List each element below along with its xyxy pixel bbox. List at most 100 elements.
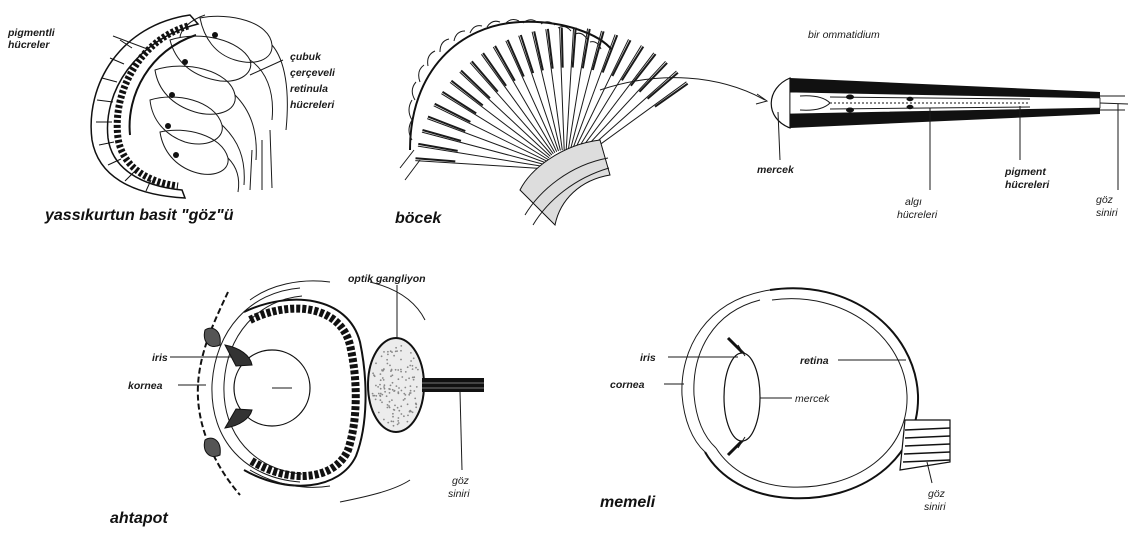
label-sensory-line2: hücreleri bbox=[897, 209, 938, 221]
ommatidium-cone bbox=[521, 35, 533, 73]
stipple-dot bbox=[390, 370, 392, 372]
stipple-dot bbox=[387, 404, 389, 406]
label-pigment-cells-line2: hücreler bbox=[8, 39, 50, 51]
stipple-dot bbox=[398, 410, 400, 412]
stipple-dot bbox=[412, 411, 414, 413]
stipple-dot bbox=[400, 345, 402, 347]
label-rod-cells-line2: çerçeveli bbox=[290, 67, 336, 79]
ommatidium-ray bbox=[572, 35, 615, 152]
flatworm-eye-drawing: pigmentli hücreler çubuk çerçeveli retin… bbox=[7, 15, 336, 224]
stipple-dot bbox=[407, 421, 409, 423]
caption-octopus: ahtapot bbox=[110, 510, 168, 527]
ommatidium-cone bbox=[640, 63, 668, 92]
label-nerve-octopus-line1: göz bbox=[452, 475, 470, 487]
ommatidium-title: bir ommatidium bbox=[808, 29, 880, 41]
stipple-dot bbox=[401, 390, 403, 392]
ommatidium-cone bbox=[423, 130, 462, 141]
label-nerve-line2: siniri bbox=[1096, 207, 1118, 219]
stipple-dot bbox=[391, 351, 393, 353]
stipple-dot bbox=[407, 366, 409, 368]
stipple-dot bbox=[393, 390, 395, 392]
label-rod-cells-line3: retinula bbox=[290, 83, 328, 95]
ommatidium-ray bbox=[568, 29, 587, 151]
stipple-dot bbox=[413, 379, 415, 381]
stipple-dot bbox=[398, 417, 400, 419]
ommatidium-ray bbox=[418, 146, 545, 167]
ommatidium-cone bbox=[534, 31, 543, 70]
stipple-dot bbox=[380, 395, 382, 397]
stipple-dot bbox=[416, 386, 418, 388]
stipple-dot bbox=[415, 403, 417, 405]
stipple-dot bbox=[397, 391, 399, 393]
stipple-dot bbox=[395, 347, 397, 349]
stipple-dot bbox=[377, 386, 379, 388]
label-pigment-line1: pigment bbox=[1004, 166, 1046, 178]
stipple-dot bbox=[389, 365, 391, 367]
stipple-dot bbox=[413, 357, 415, 359]
stipple-dot bbox=[378, 393, 380, 395]
stipple-dot bbox=[383, 369, 385, 371]
stipple-dot bbox=[409, 410, 411, 412]
ommatidium-ray bbox=[434, 106, 547, 161]
stipple-dot bbox=[392, 421, 394, 423]
stipple-dot bbox=[379, 384, 381, 386]
leader-nerve-octopus bbox=[460, 392, 462, 470]
stipple-dot bbox=[392, 382, 394, 384]
stipple-dot bbox=[384, 384, 386, 386]
stipple-dot bbox=[397, 407, 399, 409]
stipple-dot bbox=[405, 371, 407, 373]
mammal-lens bbox=[724, 353, 760, 441]
stipple-dot bbox=[394, 405, 396, 407]
stipple-dot bbox=[372, 393, 374, 395]
stipple-dot bbox=[414, 398, 416, 400]
stipple-dot bbox=[380, 399, 382, 401]
stipple-dot bbox=[412, 368, 414, 370]
label-pigment-line2: hücreleri bbox=[1005, 179, 1050, 191]
label-retina: retina bbox=[800, 355, 829, 367]
stipple-dot bbox=[383, 351, 385, 353]
stipple-dot bbox=[398, 378, 400, 380]
stipple-dot bbox=[375, 385, 377, 387]
stipple-dot bbox=[387, 422, 389, 424]
stipple-dot bbox=[404, 387, 406, 389]
stipple-dot bbox=[373, 374, 375, 376]
cartilage-lower bbox=[204, 438, 220, 456]
stipple-dot bbox=[381, 369, 383, 371]
stipple-dot bbox=[384, 391, 386, 393]
label-iris-octopus: iris bbox=[152, 352, 168, 364]
stipple-dot bbox=[387, 363, 389, 365]
ommatidium-ray bbox=[532, 32, 560, 151]
stipple-dot bbox=[407, 403, 409, 405]
head-outline bbox=[400, 150, 420, 180]
stipple-dot bbox=[381, 394, 383, 396]
stipple-dot bbox=[393, 355, 395, 357]
stipple-dot bbox=[395, 351, 397, 353]
stipple-dot bbox=[392, 413, 394, 415]
label-nerve-mammal-line1: göz bbox=[928, 488, 946, 500]
stipple-dot bbox=[403, 415, 405, 417]
stipple-dot bbox=[372, 395, 374, 397]
stipple-dot bbox=[400, 405, 402, 407]
retinula-cells bbox=[150, 15, 287, 192]
stipple-dot bbox=[381, 355, 383, 357]
stipple-dot bbox=[392, 416, 394, 418]
ommatidium-ray bbox=[576, 45, 642, 153]
label-rod-cells-line4: hücreleri bbox=[290, 99, 335, 111]
stipple-dot bbox=[409, 392, 411, 394]
stipple-dot bbox=[405, 379, 407, 381]
stipple-dot bbox=[400, 369, 402, 371]
optic-nerve-bundle bbox=[520, 140, 610, 225]
pointer-arrow bbox=[600, 78, 765, 100]
label-cornea-octopus: kornea bbox=[128, 380, 163, 392]
nerve-fibers bbox=[1100, 96, 1128, 110]
stipple-dot bbox=[407, 415, 409, 417]
ommatidium-ray bbox=[546, 29, 563, 150]
label-lens: mercek bbox=[757, 164, 795, 176]
stipple-dot bbox=[395, 369, 397, 371]
stipple-dot bbox=[408, 394, 410, 396]
stipple-dot bbox=[372, 372, 374, 374]
stipple-dot bbox=[410, 360, 412, 362]
stipple-dot bbox=[410, 385, 412, 387]
iris-lower bbox=[225, 409, 252, 428]
